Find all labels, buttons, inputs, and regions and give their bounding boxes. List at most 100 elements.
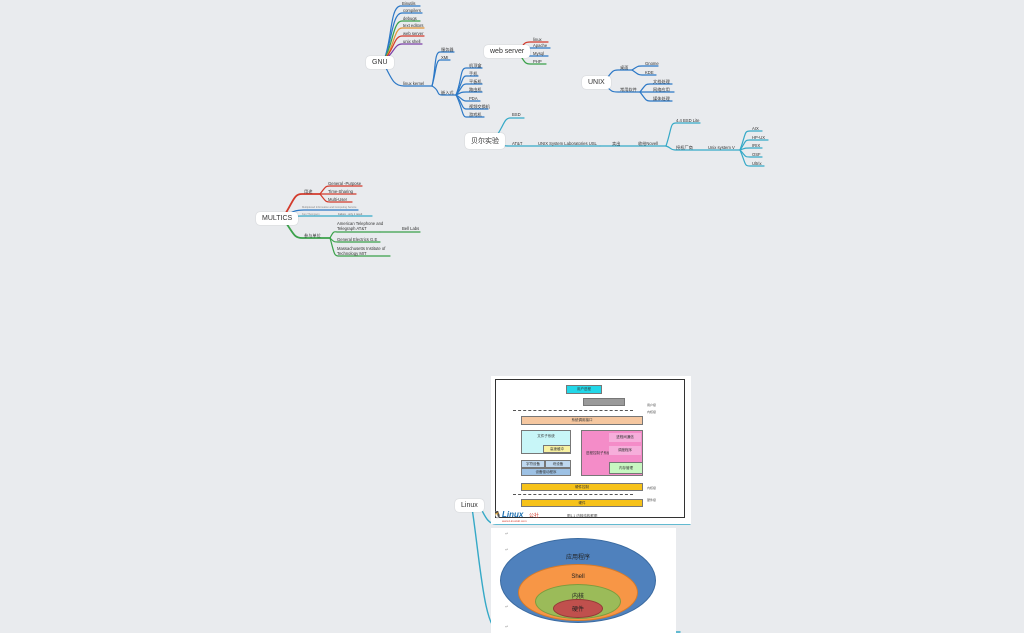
connector	[455, 94, 485, 118]
connector	[455, 75, 479, 96]
free-kernel-node[interactable]: linux kernel	[403, 81, 425, 86]
tiny-note: Failure · only 1 result	[338, 213, 363, 216]
embedded-node[interactable]: 嵌入式	[441, 90, 454, 95]
list-item[interactable]: 网络应用	[653, 87, 670, 92]
linux-logo: 🐧 Linux 公社 www.Linuxidc.com	[491, 510, 551, 524]
connector	[739, 130, 763, 151]
ipc-box: 进程间通信	[609, 433, 641, 442]
hardware-control-box: 硬件控制	[521, 483, 643, 491]
diagram-caption: 图1.1 内核结构框图	[567, 514, 598, 518]
list-item[interactable]: PDA	[469, 96, 478, 101]
bsd-node[interactable]: BSD	[512, 112, 521, 117]
list-item[interactable]: Multi-User	[328, 197, 348, 202]
tiny-note: Ken Thompson	[302, 213, 320, 216]
connector	[283, 193, 321, 217]
list-item[interactable]: Ultrix	[752, 161, 762, 166]
connector	[329, 237, 381, 243]
list-item[interactable]: unix shell	[403, 39, 421, 44]
connector	[431, 59, 451, 87]
office-node[interactable]: 常用软件	[620, 87, 637, 92]
list-item[interactable]: Gnome	[645, 61, 659, 66]
connector	[631, 65, 659, 71]
list-item[interactable]: HP-UX	[752, 135, 766, 140]
list-item[interactable]: text editors	[403, 23, 424, 28]
list-item[interactable]: Mysql	[533, 51, 544, 56]
paragraph-mark-icon: ↵	[505, 604, 509, 609]
list-item[interactable]: OSF	[752, 152, 761, 157]
ring-label: 内核	[571, 594, 584, 600]
list-item[interactable]: Apache	[533, 43, 548, 48]
web-server-node[interactable]: web server	[484, 45, 531, 58]
ring-label: Shell	[571, 574, 585, 580]
penguin-icon: 🐧	[493, 512, 502, 519]
tiny-note: Multiplexed Information and Computing Se…	[302, 206, 357, 209]
usl-node[interactable]: UNIX System Laboratories USL	[538, 141, 597, 146]
list-item[interactable]: compilers	[403, 8, 421, 13]
list-item[interactable]: 视频交换机	[469, 104, 490, 109]
connector	[383, 12, 423, 61]
list-item[interactable]: 文档处理	[653, 79, 670, 84]
connector	[631, 69, 657, 76]
bell-labs-leaf[interactable]: Bell Labs	[402, 226, 420, 231]
hardware-box: 硬件	[521, 499, 643, 507]
list-item[interactable]: 手机	[469, 71, 478, 76]
list-item[interactable]: 服务器	[441, 47, 454, 52]
list-item[interactable]: 机顶盒	[469, 63, 482, 68]
att-node[interactable]: AT&T	[512, 141, 523, 146]
list-item[interactable]: General -Purpose	[328, 181, 362, 186]
paragraph-mark-icon: ↵	[505, 547, 509, 552]
connector	[431, 85, 457, 96]
list-item[interactable]: General Electrics G.E	[337, 237, 378, 242]
ring-label: 应用程序	[565, 555, 590, 561]
list-item[interactable]: debugs	[403, 16, 417, 21]
connector	[739, 147, 763, 151]
gnu-node[interactable]: GNU	[366, 56, 394, 69]
sysv-node[interactable]: Unix system V	[708, 145, 735, 150]
logo-text: Linux	[502, 510, 524, 519]
list-item[interactable]: IRIX	[752, 143, 761, 148]
list-item[interactable]: XMI	[441, 55, 449, 60]
list-item[interactable]: 媒体处理	[653, 96, 670, 101]
logo-url: www.Linuxidc.com	[502, 519, 527, 523]
list-item[interactable]: AIX	[752, 126, 759, 131]
connector	[319, 193, 353, 203]
list-item[interactable]: Time-Sharing	[328, 189, 353, 194]
list-item[interactable]: PHP	[533, 59, 542, 64]
hardware-ring: 硬件	[553, 599, 603, 618]
level-label: 用户级	[647, 403, 657, 407]
novell-node[interactable]: 收给Novell	[638, 141, 659, 146]
org-node[interactable]: 参与单位	[304, 233, 321, 238]
list-item[interactable]: 路由机	[469, 87, 482, 92]
paragraph-mark-icon: ↵	[505, 531, 509, 536]
licensed-vendors-label: 授权厂商	[676, 145, 693, 150]
device-driver-box: 设备驱动程序	[521, 468, 571, 476]
user-process-box: 用户进程	[566, 385, 602, 394]
list-item[interactable]: Binutils	[402, 1, 416, 6]
list-item[interactable]: KDE	[645, 70, 654, 75]
unix-node[interactable]: UNIX	[582, 76, 611, 89]
connector	[639, 83, 673, 93]
connector	[329, 237, 391, 257]
level-label: 内核级	[647, 486, 657, 490]
desktop-node[interactable]: 桌面	[620, 65, 629, 70]
connector	[319, 185, 363, 195]
bsd-lite-node[interactable]: 4.4 BSD Lite	[676, 118, 700, 123]
level-label: 内核级	[647, 410, 657, 414]
scheduler-box: 调度程序	[609, 446, 641, 455]
divider	[513, 494, 633, 495]
list-item[interactable]: Massachusetts Institute of Technology MI…	[337, 246, 386, 256]
list-item[interactable]: linux	[533, 37, 542, 42]
list-item[interactable]: 游戏机	[469, 112, 482, 117]
linux-node[interactable]: Linux	[455, 499, 484, 512]
logo-suffix: 公社	[529, 513, 540, 519]
list-item[interactable]: American Telephone and Telegraph AT&T	[337, 221, 384, 231]
list-item[interactable]: web server	[403, 31, 424, 36]
multics-node[interactable]: MULTICS	[256, 212, 299, 225]
goal-node[interactable]: 用途	[304, 189, 313, 194]
file-subsystem-box: 文件子系统	[521, 430, 571, 454]
connector	[639, 91, 673, 102]
connector	[383, 20, 421, 61]
list-item[interactable]: 平板机	[469, 79, 482, 84]
connector	[455, 94, 481, 102]
bell-labs-node[interactable]: 贝尔实验	[465, 133, 505, 149]
